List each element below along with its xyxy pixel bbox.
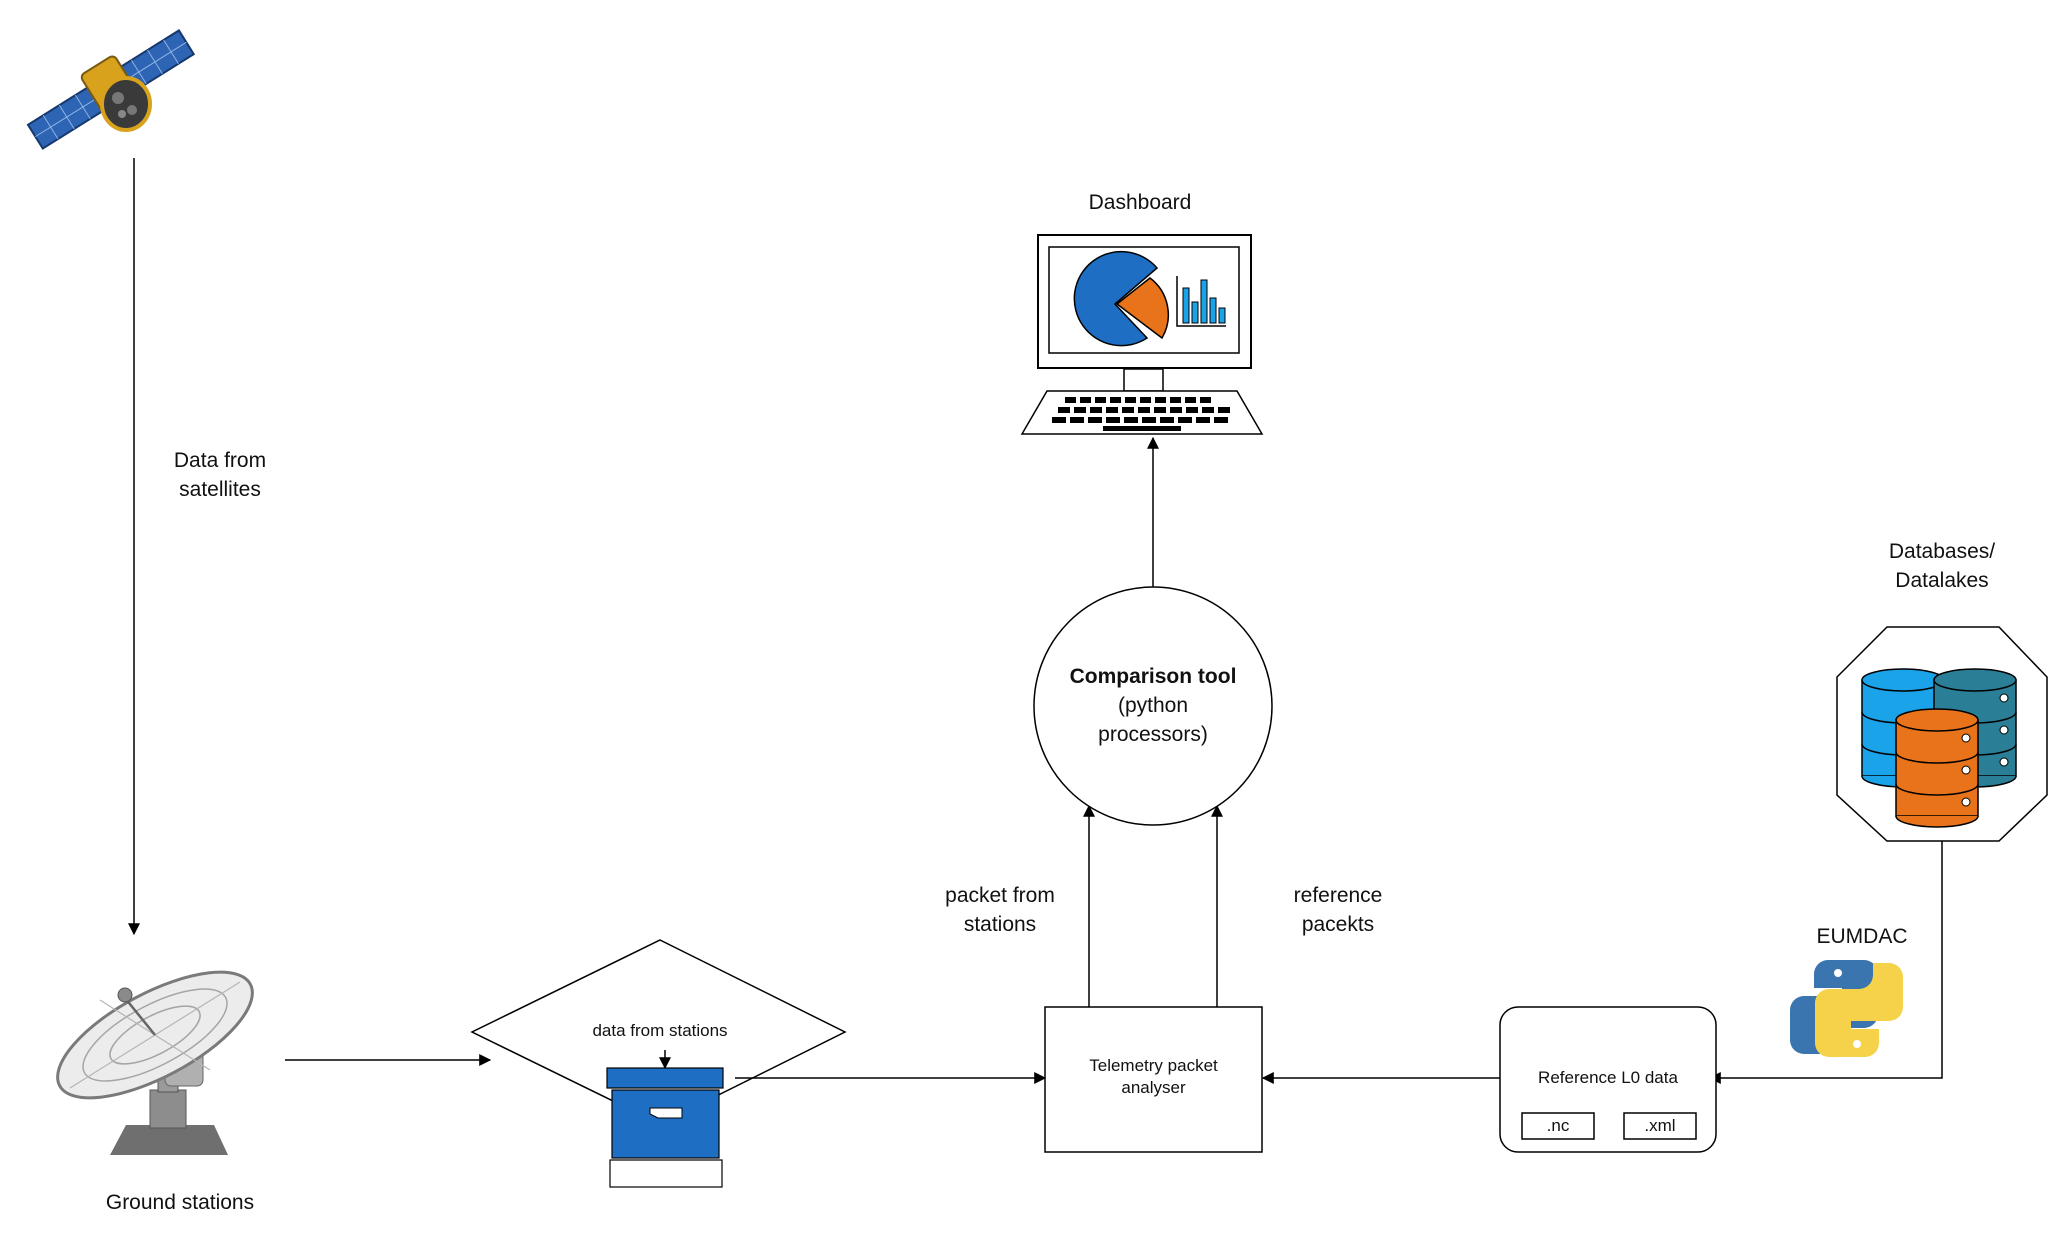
packet-from-stations-label: packet from stations	[945, 884, 1055, 936]
pie-chart-icon	[1073, 250, 1170, 347]
database-to-reference-arrow	[1708, 841, 1943, 1084]
antenna-dish-icon	[56, 970, 254, 1155]
keyboard-icon	[1020, 390, 1264, 435]
eumdac-label: EUMDAC	[1816, 925, 1908, 948]
nc-file-tag: .nc	[1546, 1116, 1570, 1135]
comparison-tool-subtitle: (python processors)	[1098, 694, 1208, 746]
databases-label: Databases/ Datalakes	[1888, 540, 1996, 592]
archive-box-icon	[606, 1067, 724, 1188]
reference-packets-label: reference pacekts	[1293, 884, 1383, 936]
reference-l0-label: Reference L0 data	[1538, 1068, 1678, 1087]
database-icon	[1861, 668, 2017, 828]
dashboard-label: Dashboard	[1088, 191, 1192, 214]
telemetry-analyser-box	[1044, 1006, 1263, 1153]
ground-stations-label: Ground stations	[105, 1191, 255, 1214]
satellite-icon	[26, 29, 196, 150]
xml-file-tag: .xml	[1644, 1116, 1676, 1135]
bar-chart-icon	[1176, 276, 1226, 327]
data-from-satellites-label: Data from satellites	[173, 449, 267, 501]
python-logo-icon	[1790, 960, 1903, 1057]
xml-file-tag-box	[1623, 1112, 1697, 1140]
data-from-stations-label: data from stations	[592, 1021, 728, 1040]
telemetry-analyser-label: Telemetry packet analyser	[1089, 1056, 1218, 1097]
nc-file-tag-box	[1521, 1112, 1595, 1140]
comparison-tool-title: Comparison tool	[1069, 665, 1237, 688]
